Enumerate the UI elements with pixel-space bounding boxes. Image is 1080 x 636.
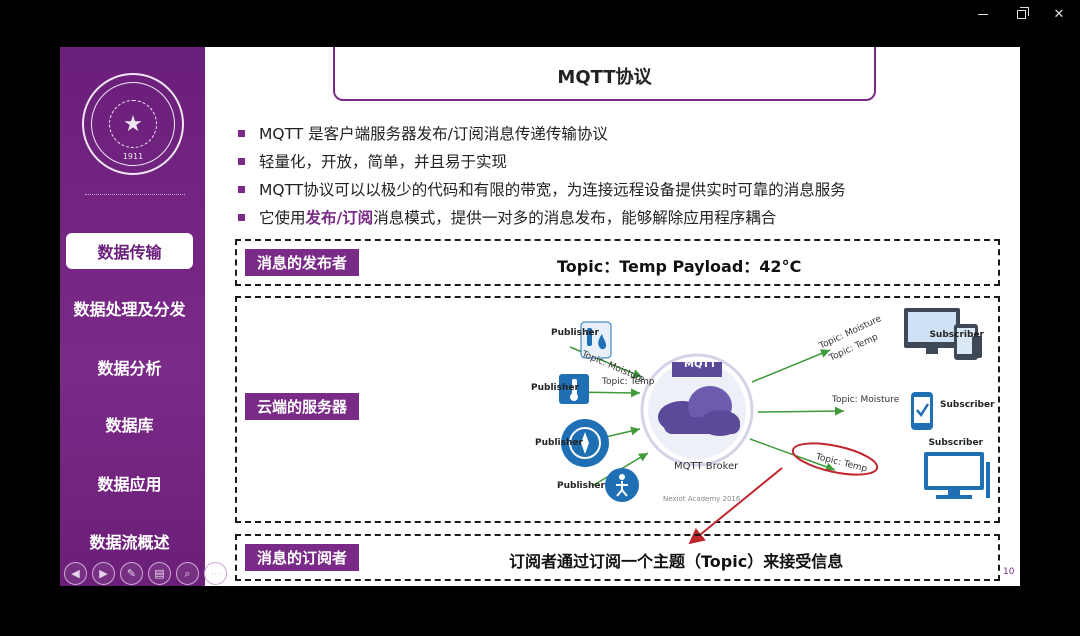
bullet-text-pre: 它使用 — [259, 209, 306, 227]
window-maximize-button[interactable] — [1002, 0, 1040, 28]
publisher-tag: 消息的发布者 — [245, 249, 360, 276]
bullet-text: MQTT 是客户端服务器发布/订阅消息传递传输协议 — [259, 125, 608, 143]
page-number: 10 — [1003, 567, 1015, 577]
server-box: 云端的服务器 — [235, 296, 1000, 523]
sidebar-item-data-flow-overview[interactable]: 数据流概述 — [89, 533, 170, 552]
desktop-computer-icon — [924, 452, 990, 499]
bullet-item: 轻量化，开放，简单，并且易于实现 — [238, 147, 846, 175]
next-icon[interactable]: ▶ — [92, 562, 115, 585]
server-tag: 云端的服务器 — [245, 393, 360, 420]
prev-icon[interactable]: ◀ — [64, 562, 87, 585]
more-icon[interactable]: ⋯ — [204, 562, 227, 585]
star-icon: ★ — [109, 100, 157, 148]
bullet-icon — [238, 129, 245, 137]
presentation-toolbar: ◀ ▶ ✎ ▤ ⌕ ⋯ — [64, 562, 227, 585]
university-logo: ★ 1911 — [82, 73, 184, 175]
logo-ring: ★ — [91, 82, 175, 166]
maximize-icon — [1016, 6, 1029, 19]
publisher-message: Topic：Temp Payload：42°C — [557, 257, 802, 276]
compass-sensor-icon — [561, 419, 609, 467]
bullet-list: MQTT 是客户端服务器发布/订阅消息传递传输协议 轻量化，开放，简单，并且易于… — [238, 119, 846, 231]
bullet-item: 它使用发布/订阅消息模式，提供一对多的消息发布，能够解除应用程序耦合 — [238, 203, 846, 231]
sidebar-item-data-transfer[interactable]: 数据传输 — [66, 233, 193, 269]
topic-moisture-out-label-2: Topic: Moisture — [832, 395, 900, 405]
motion-sensor-icon — [605, 468, 639, 502]
sidebar-item-data-analysis[interactable]: 数据分析 — [97, 359, 162, 378]
sidebar-item-data-application[interactable]: 数据应用 — [97, 475, 162, 494]
thermometer-icon — [559, 374, 589, 404]
academy-credit: Nexiot Academy 2016 — [663, 495, 741, 503]
bullet-item: MQTT 是客户端服务器发布/订阅消息传递传输协议 — [238, 119, 846, 147]
subscriber-tag: 消息的订阅者 — [245, 544, 360, 571]
publisher-label-1: Publisher — [551, 328, 599, 338]
subscriber-message: 订阅者通过订阅一个主题（Topic）来接受信息 — [509, 552, 844, 571]
bullet-text: MQTT协议可以以极少的代码和有限的带宽，为连接远程设备提供实时可靠的消息服务 — [259, 181, 846, 199]
logo-year: 1911 — [122, 152, 144, 161]
publisher-label-2: Publisher — [531, 383, 579, 393]
desktop-tablet-phone-icon — [904, 308, 982, 360]
mqtt-broker-icon — [640, 353, 754, 467]
bullet-item: MQTT协议可以以极少的代码和有限的带宽，为连接远程设备提供实时可靠的消息服务 — [238, 175, 846, 203]
slides-icon[interactable]: ▤ — [148, 562, 171, 585]
publisher-label-4: Publisher — [557, 481, 605, 491]
subscriber-box: 消息的订阅者 订阅者通过订阅一个主题（Topic）来接受信息 — [235, 534, 1000, 581]
zoom-icon[interactable]: ⌕ — [176, 562, 199, 585]
pen-icon[interactable]: ✎ — [120, 562, 143, 585]
sidebar: ★ 1911 数据传输 数据处理及分发 数据分析 数据库 数据应用 数据流概述 … — [60, 47, 227, 586]
sidebar-item-database[interactable]: 数据库 — [105, 416, 154, 435]
topic-temp-in-label: Topic: Temp — [602, 377, 655, 387]
sidebar-item-data-processing[interactable]: 数据处理及分发 — [73, 300, 186, 319]
bullet-icon — [238, 185, 245, 193]
broker-logo-text: MQTT — [684, 359, 717, 370]
arrow-broker-sub3 — [749, 438, 836, 472]
subscriber-label-1: Subscriber — [929, 330, 984, 340]
slide: ★ 1911 数据传输 数据处理及分发 数据分析 数据库 数据应用 数据流概述 … — [60, 47, 1020, 586]
topic-temp-highlight — [791, 442, 879, 476]
bullet-text-post: 消息模式，提供一对多的消息发布，能够解除应用程序耦合 — [373, 209, 777, 227]
subscriber-label-3: Subscriber — [928, 438, 983, 448]
bullet-highlight: 发布/订阅 — [305, 209, 374, 227]
bullet-icon — [238, 157, 245, 165]
arrow-broker-sub1 — [751, 349, 831, 383]
moisture-sensor-icon — [580, 321, 612, 359]
broker-label: MQTT Broker — [674, 461, 739, 472]
divider — [85, 194, 185, 195]
bullet-icon — [238, 213, 245, 221]
publisher-box: 消息的发布者 Topic：Temp Payload：42°C — [235, 239, 1000, 286]
diagram-graphics — [559, 308, 990, 502]
publisher-label-3: Publisher — [535, 438, 583, 448]
smartphone-check-icon — [911, 392, 933, 430]
window-close-button[interactable]: ✕ — [1053, 6, 1065, 22]
bullet-text: 轻量化，开放，简单，并且易于实现 — [259, 153, 508, 171]
mqtt-diagram: Publisher Publisher Publisher Publisher … — [300, 302, 995, 518]
window-minimize-button[interactable] — [964, 0, 1002, 28]
slide-title: MQTT协议 — [333, 47, 876, 101]
arrow-broker-sub2 — [757, 406, 845, 416]
subscriber-label-2: Subscriber — [940, 400, 995, 410]
